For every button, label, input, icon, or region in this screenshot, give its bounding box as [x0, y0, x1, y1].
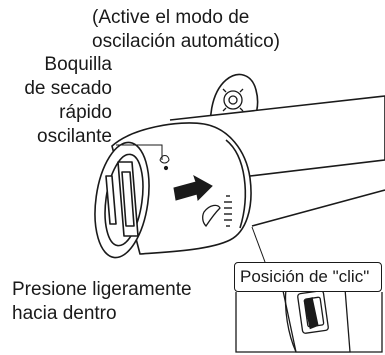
part-label-line-4: oscilante	[37, 126, 112, 147]
part-label-line-1: Boquilla	[44, 54, 112, 75]
nozzle-slot	[202, 204, 221, 228]
push-arrow	[173, 174, 213, 202]
instruction-text: (Active el modo de oscilación automático…	[92, 6, 280, 54]
instruction-line-1: (Active el modo de	[92, 7, 250, 28]
press-line-2: hacia dentro	[12, 303, 117, 324]
detail-title-box: Posición de "clic"	[234, 262, 382, 292]
detail-inset	[235, 275, 383, 353]
oscillating-nozzle	[94, 122, 252, 259]
instruction-line-2: oscilación automático)	[92, 31, 280, 52]
press-line-1: Presione ligeramente	[12, 279, 192, 300]
click-position-detail: Posición de "clic"	[234, 262, 382, 352]
press-instruction: Presione ligeramente hacia dentro	[12, 278, 192, 326]
detail-title: Posición de "clic"	[240, 267, 370, 286]
bracket-hole	[222, 88, 244, 112]
leader-lines	[116, 144, 266, 263]
part-label: Boquilla de secado rápido oscilante	[20, 53, 112, 149]
part-label-line-3: rápido	[59, 102, 112, 123]
part-label-line-2: de secado	[24, 78, 112, 99]
side-grille	[224, 195, 232, 227]
